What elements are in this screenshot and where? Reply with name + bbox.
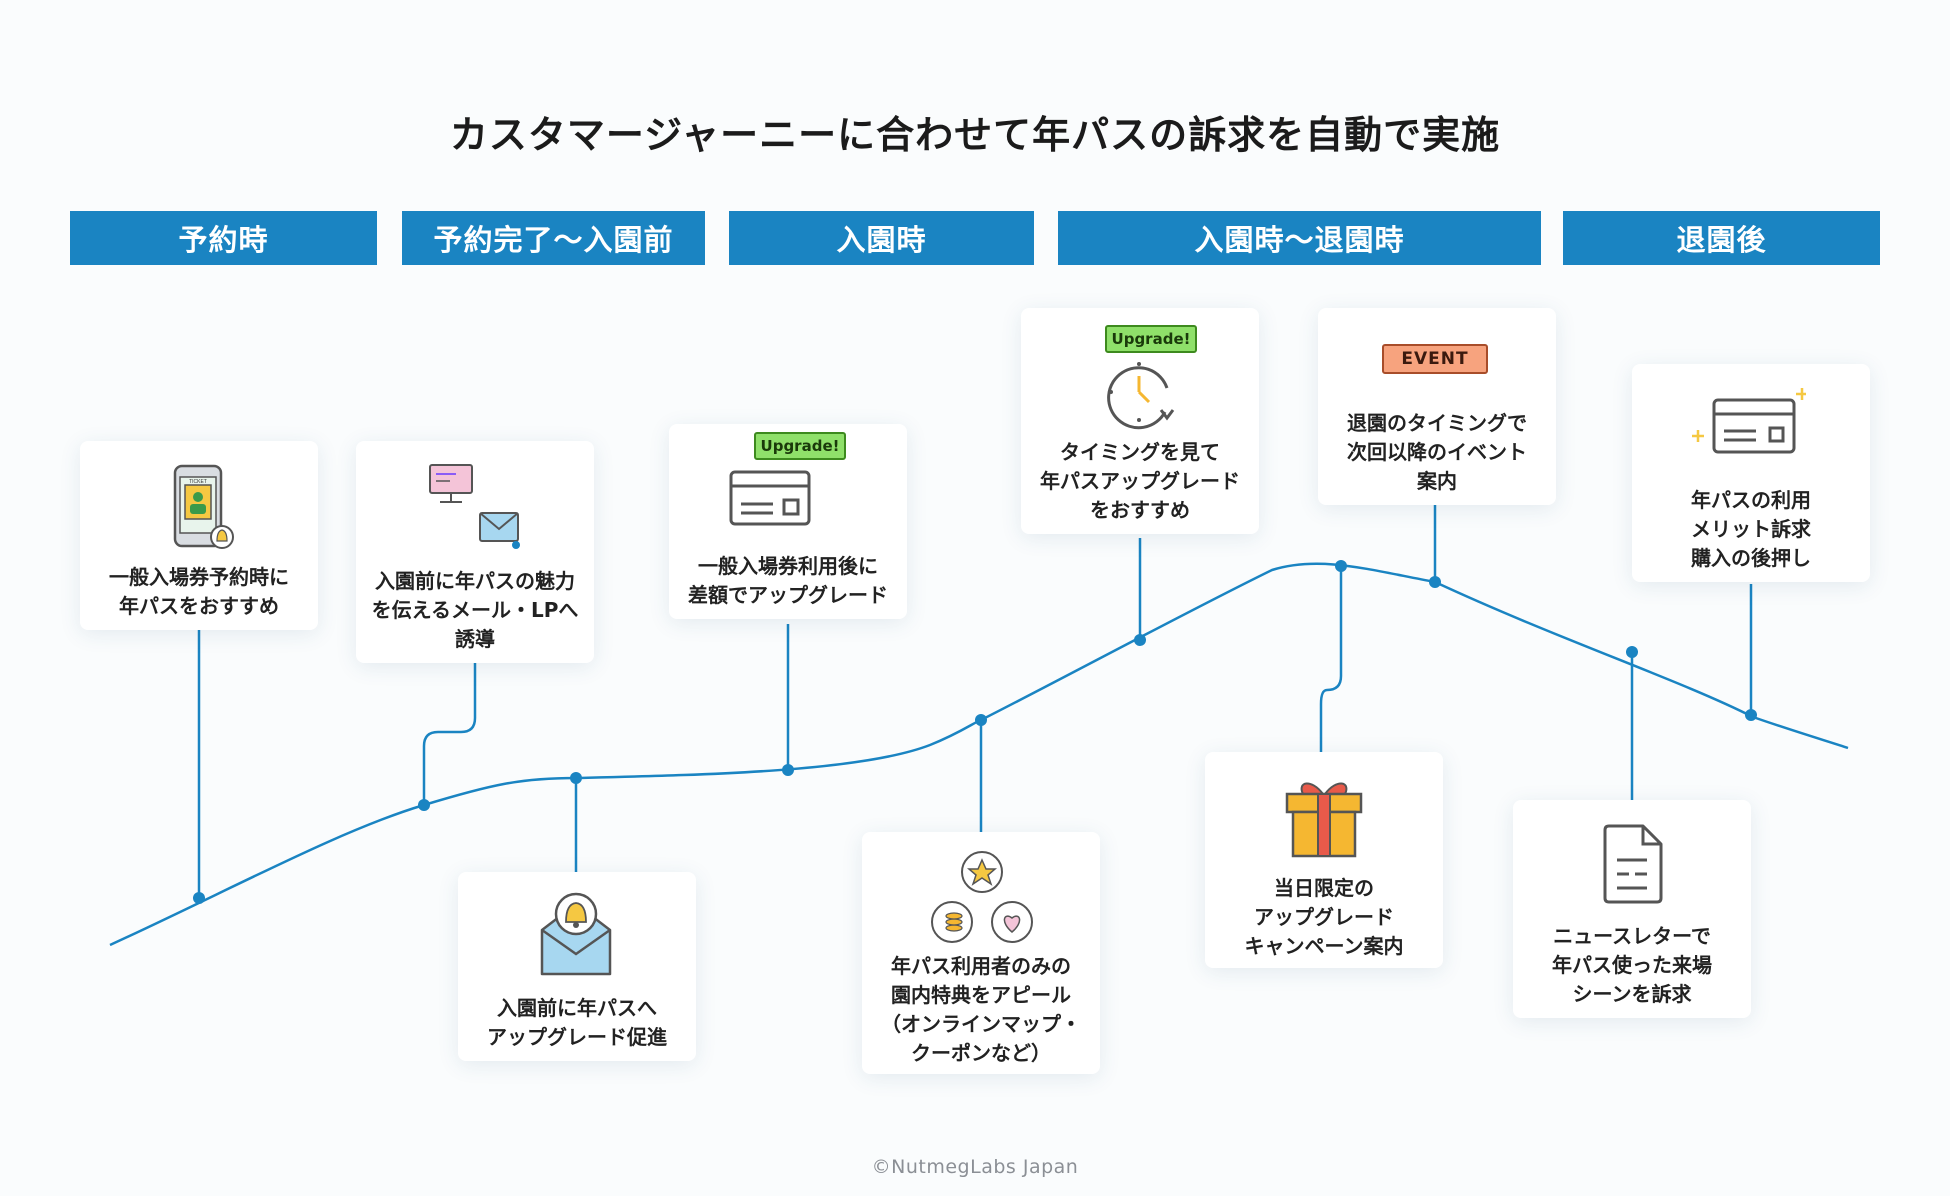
credit: ©NutmegLabs Japan	[871, 1156, 1079, 1178]
point	[570, 772, 582, 784]
point	[1134, 634, 1146, 646]
card-text: 入園前に年パスの魅力 を伝えるメール・LPへ 誘導	[371, 569, 579, 651]
connector-c2	[422, 663, 477, 805]
point	[418, 799, 430, 811]
card-exit-event: EVENT 退園のタイミングで 次回以降のイベント 案内	[1318, 308, 1556, 505]
card-text: タイミングを見て 年パスアップグレード をおすすめ	[1040, 440, 1240, 522]
star-coins-heart-icon	[931, 851, 1033, 943]
gift-icon	[1285, 782, 1363, 858]
card-member-benefits: 年パス利用者のみの 園内特典をアピール （オンラインマップ・ クーポンなど）	[862, 832, 1100, 1074]
card-entry-upgrade: Upgrade! 一般入場券利用後に 差額でアップグレード	[669, 424, 907, 619]
card-reservation-offer: TICKET 一般入場券予約時に 年パスをおすすめ	[80, 441, 318, 630]
smartphone-ticket-icon: TICKET	[173, 464, 234, 549]
card-text: ニュースレターで 年パス使った来場 シーンを訴求	[1552, 924, 1712, 1006]
card-text: 年パス利用者のみの 園内特典をアピール （オンラインマップ・ クーポンなど）	[881, 954, 1081, 1065]
card-text: 年パスの利用 メリット訴求 購入の後押し	[1691, 488, 1811, 570]
point	[193, 892, 205, 904]
card-text: 一般入場券利用後に 差額でアップグレード	[688, 554, 888, 607]
card-text: 入園前に年パスへ アップグレード促進	[487, 996, 667, 1049]
upgrade-badge: Upgrade!	[1105, 325, 1197, 353]
card-text: 当日限定の アップグレード キャンペーン案内	[1244, 876, 1404, 958]
card-icon	[729, 470, 811, 526]
connector-c7	[1319, 566, 1343, 752]
phase-in-park: 入園時〜退園時	[1058, 211, 1541, 265]
card-after-exit-appeal: 年パスの利用 メリット訴求 購入の後押し	[1632, 364, 1870, 582]
card-daily-campaign: 当日限定の アップグレード キャンペーン案内	[1205, 752, 1443, 968]
event-badge: EVENT	[1382, 344, 1488, 374]
clock-icon	[1107, 362, 1175, 430]
upgrade-badge: Upgrade!	[754, 432, 846, 460]
phase-entry: 入園時	[729, 211, 1034, 265]
phase-before-entry: 予約完了〜入園前	[402, 211, 705, 265]
point	[1745, 709, 1757, 721]
point	[1335, 560, 1347, 572]
point	[1429, 576, 1441, 588]
document-icon	[1603, 824, 1663, 904]
mail-bell-icon	[540, 892, 612, 976]
card-text: 一般入場券予約時に 年パスをおすすめ	[109, 565, 289, 618]
monitor-mail-icon	[429, 464, 520, 549]
journey-points	[193, 560, 1757, 904]
phase-after-exit: 退園後	[1563, 211, 1880, 265]
card-text: 退園のタイミングで 次回以降のイベント 案内	[1347, 411, 1527, 493]
point	[1626, 646, 1638, 658]
ticket-label: TICKET	[189, 479, 207, 485]
phase-reservation: 予約時	[70, 211, 377, 265]
card-newsletter: ニュースレターで 年パス使った来場 シーンを訴求	[1513, 800, 1751, 1018]
card-pre-entry-email: 入園前に年パスの魅力 を伝えるメール・LPへ 誘導	[356, 441, 594, 663]
point	[782, 764, 794, 776]
point	[975, 714, 987, 726]
card-timing-upgrade: Upgrade! タイミングを見て 年パスアップグレード をおすすめ	[1021, 308, 1259, 534]
card-pre-entry-upgrade: 入園前に年パスへ アップグレード促進	[458, 872, 696, 1061]
card-sparkle-icon	[1692, 388, 1806, 454]
page-title: カスタマージャーニーに合わせて年パスの訴求を自動で実施	[449, 113, 1501, 157]
